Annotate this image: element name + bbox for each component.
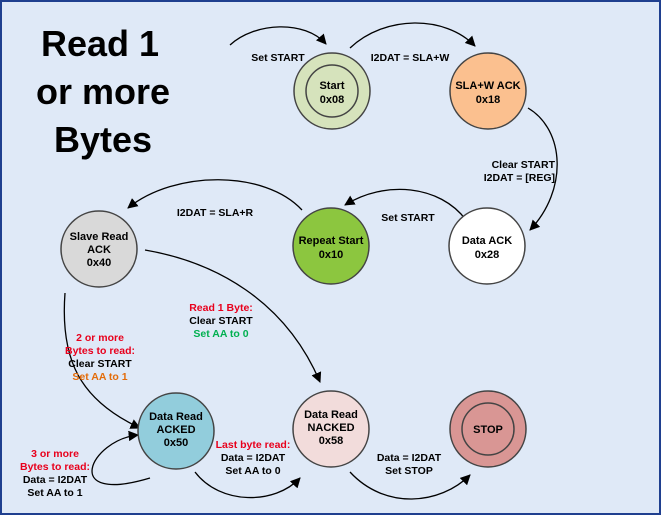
label-i2dat-slar: I2DAT = SLA+R (177, 207, 254, 219)
label-last-data: Data = I2DAT (221, 452, 286, 464)
node-start-code: 0x08 (320, 94, 344, 106)
label-clear-start: Clear START (492, 159, 556, 171)
node-slave-read-ack: Slave Read ACK 0x40 (60, 210, 138, 288)
node-slaw-code: 0x18 (476, 94, 500, 106)
label-3-aa: Set AA to 1 (27, 487, 82, 499)
arrow-to-acked (63, 292, 141, 429)
node-slaw-label: SLA+W ACK (455, 80, 520, 92)
label-2-aa: Set AA to 1 (72, 371, 127, 383)
node-nacked-code: 0x58 (319, 435, 343, 447)
label-read-1-byte: Read 1 Byte: (189, 302, 253, 314)
node-slaw-ack: SLA+W ACK 0x18 (449, 52, 527, 130)
node-repeat-start: Repeat Start 0x10 (292, 207, 370, 285)
arrow-self-loop (91, 430, 151, 486)
label-i2dat-reg: I2DAT = [REG] (484, 172, 555, 184)
node-nacked-label: Data Read (304, 409, 358, 421)
node-start-label: Start (319, 80, 344, 92)
node-data-read-acked: Data Read ACKED 0x50 (137, 392, 215, 470)
arrow-to-slaw (349, 22, 476, 49)
label-set-start: Set START (251, 52, 305, 64)
node-slave-read-label: Slave Read (70, 231, 129, 243)
node-data-ack-label: Data ACK (462, 235, 512, 247)
arrow-set-start (229, 26, 327, 46)
label-2-bytes-to-read: Bytes to read: (65, 345, 135, 357)
node-data-ack: Data ACK 0x28 (448, 207, 526, 285)
label-3-bytes-to-read: Bytes to read: (20, 461, 90, 473)
node-repeat-code: 0x10 (319, 249, 343, 261)
node-start: Start 0x08 (293, 52, 371, 130)
node-slave-read-code: 0x40 (87, 257, 111, 269)
arrow-to-repeat-start (344, 188, 467, 221)
label-3-data: Data = I2DAT (23, 474, 88, 486)
label-2-clear-start: Clear START (68, 358, 132, 370)
label-3-or-more: 3 or more (31, 448, 79, 460)
node-data-read-nacked: Data Read NACKED 0x58 (292, 390, 370, 468)
node-acked-label: Data Read (149, 411, 203, 423)
node-acked-code: 0x50 (164, 437, 188, 449)
arrow-to-data-ack (527, 107, 558, 231)
label-2-or-more: 2 or more (76, 332, 124, 344)
label-read-1-clear: Clear START (189, 315, 253, 327)
node-slave-read-ack: ACK (87, 244, 111, 256)
arrow-last-byte (194, 471, 301, 499)
title-line-2: or more (36, 71, 170, 112)
arrow-to-nacked (144, 249, 322, 383)
node-stop: STOP (449, 390, 527, 468)
node-data-ack-code: 0x28 (475, 249, 499, 261)
node-stop-label: STOP (473, 424, 503, 436)
node-nacked-state: NACKED (307, 422, 354, 434)
label-i2dat-slaw: I2DAT = SLA+W (371, 52, 450, 64)
title-line-1: Read 1 (41, 23, 159, 64)
label-set-start-2: Set START (381, 212, 435, 224)
label-stop-set: Set STOP (385, 465, 433, 477)
label-last-byte: Last byte read: (216, 439, 291, 451)
title-line-3: Bytes (54, 119, 152, 160)
label-read-1-aa: Set AA to 0 (193, 328, 248, 340)
arrow-to-slave-read (127, 179, 303, 211)
label-last-aa: Set AA to 0 (225, 465, 280, 477)
arrow-to-stop (349, 471, 471, 500)
node-acked-state: ACKED (156, 424, 195, 436)
label-stop-data: Data = I2DAT (377, 452, 442, 464)
node-repeat-label: Repeat Start (299, 235, 364, 247)
